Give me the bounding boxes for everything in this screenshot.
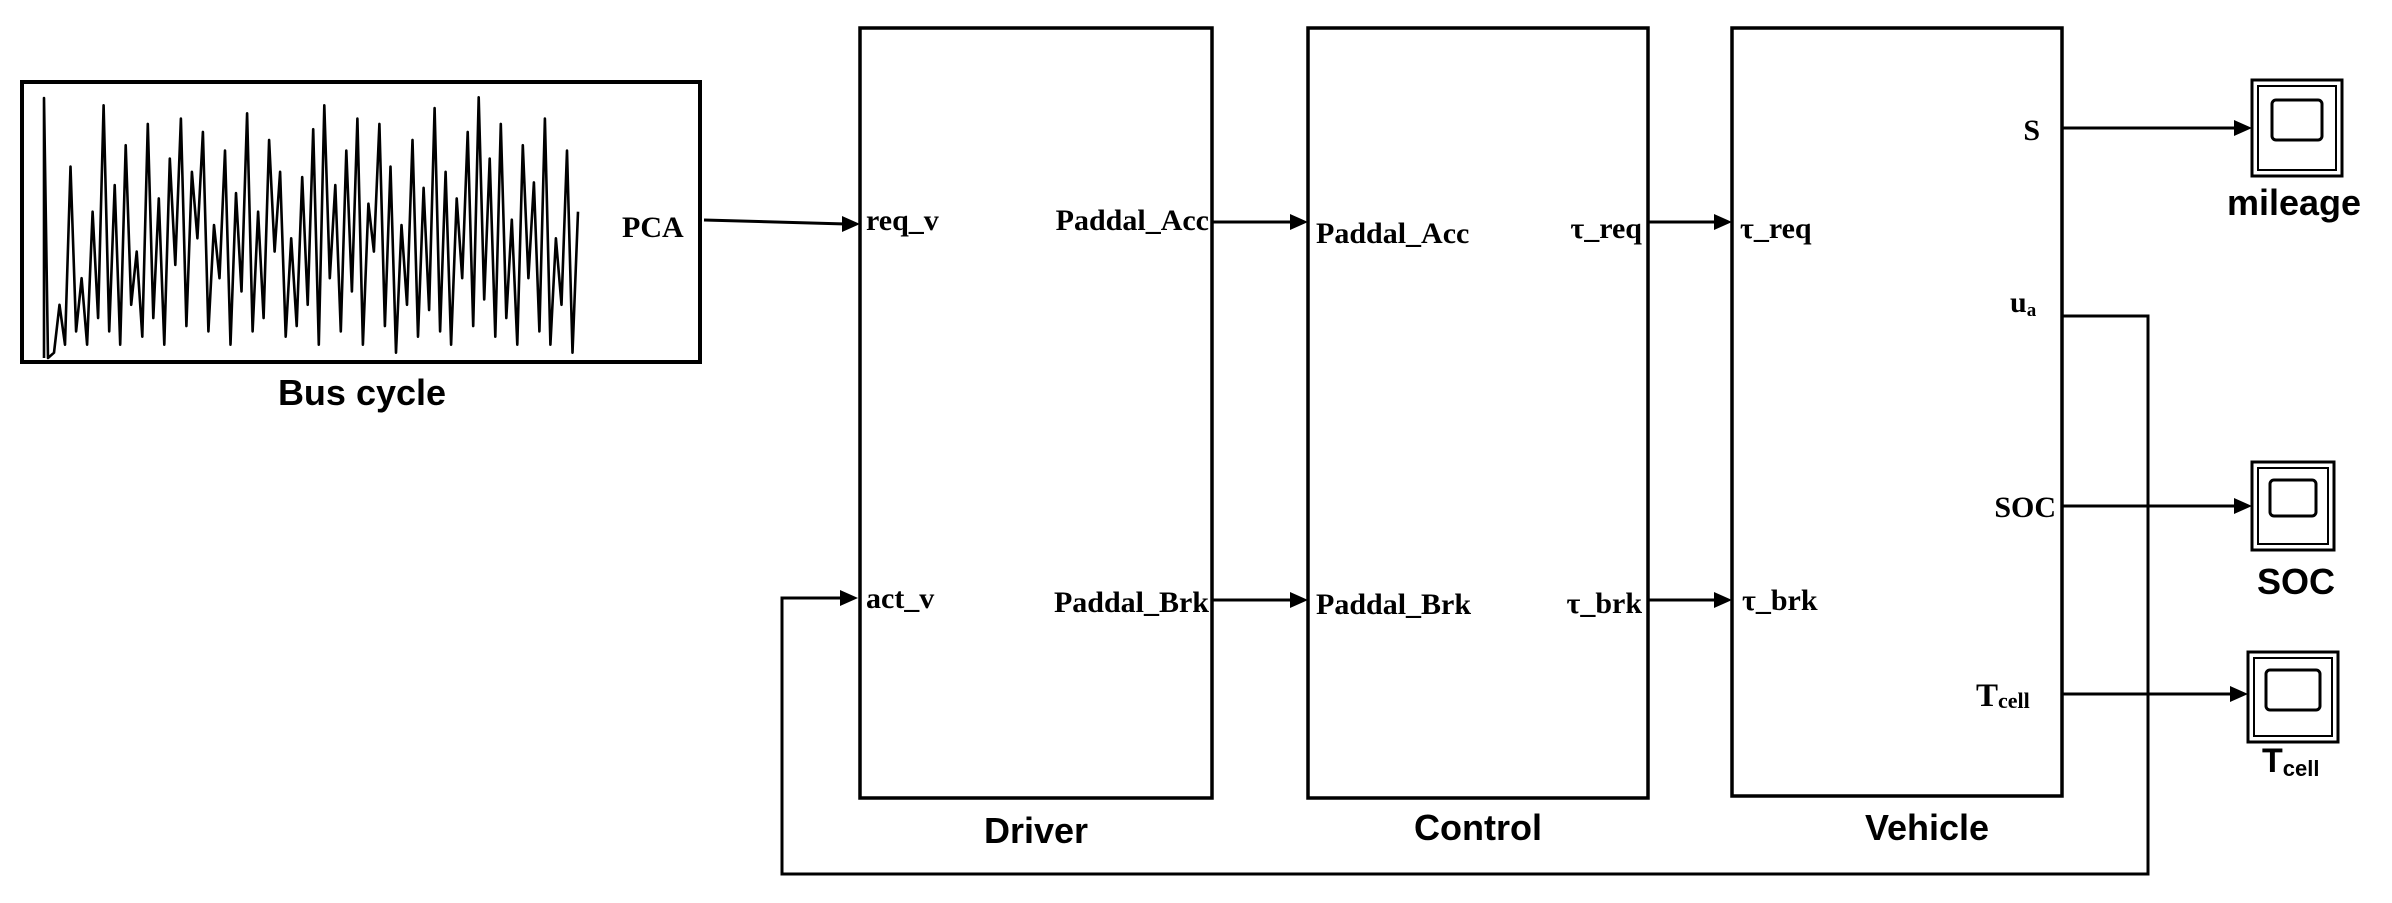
vehicle-out-port-tcell: Tcell xyxy=(1976,678,2030,714)
vehicle-out-port-ua-main: u xyxy=(2010,286,2027,319)
wire-pca-to-req-v[interactable] xyxy=(703,216,860,232)
scope-icon xyxy=(2246,650,2340,744)
tcell-scope-label-sub: cell xyxy=(2283,756,2320,781)
soc-scope[interactable] xyxy=(2250,460,2336,552)
wire-paddal-brk[interactable] xyxy=(1212,592,1308,608)
signal-waveform-icon xyxy=(42,96,580,360)
scope-icon xyxy=(2250,78,2344,178)
vehicle-out-port-s: S xyxy=(2023,114,2040,147)
control-title: Control xyxy=(1414,807,1542,848)
tcell-scope-label-main: T xyxy=(2262,742,2283,780)
vehicle-out-port-tcell-main: T xyxy=(1976,678,1998,714)
wire-tau-brk[interactable] xyxy=(1648,592,1732,608)
scope-icon xyxy=(2250,460,2336,552)
wire-soc-to-scope[interactable] xyxy=(2062,498,2252,514)
driver-block[interactable] xyxy=(858,26,1214,800)
vehicle-in-port-tau-req: τ_req xyxy=(1740,212,1812,245)
driver-title: Driver xyxy=(984,810,1088,851)
wire-s-to-mileage[interactable] xyxy=(2062,120,2252,136)
control-in-port-paddal-brk: Paddal_Brk xyxy=(1316,588,1471,621)
control-block[interactable] xyxy=(1306,26,1650,800)
vehicle-out-port-tcell-sub: cell xyxy=(1998,688,2030,713)
driver-in-port-req-v: req_v xyxy=(866,204,939,237)
vehicle-out-port-soc: SOC xyxy=(1994,491,2056,524)
control-out-port-tau-req: τ_req xyxy=(1570,212,1642,245)
vehicle-out-port-ua-sub: a xyxy=(2027,300,2037,321)
mileage-scope-label: mileage xyxy=(2227,182,2361,223)
driver-out-port-paddal-acc: Paddal_Acc xyxy=(1056,204,1209,237)
vehicle-title: Vehicle xyxy=(1865,807,1989,848)
driver-in-port-act-v: act_v xyxy=(866,582,934,615)
wire-tcell-to-scope[interactable] xyxy=(2062,686,2248,702)
mileage-scope[interactable] xyxy=(2250,78,2344,178)
tcell-scope-label: Tcell xyxy=(2262,742,2319,781)
vehicle-in-port-tau-brk: τ_brk xyxy=(1742,584,1818,617)
driver-out-port-paddal-brk: Paddal_Brk xyxy=(1054,586,1209,619)
soc-scope-label: SOC xyxy=(2257,561,2335,602)
control-out-port-tau-brk: τ_brk xyxy=(1566,587,1642,620)
wire-paddal-acc[interactable] xyxy=(1212,214,1308,230)
vehicle-block[interactable] xyxy=(1730,26,2064,798)
bus-cycle-output-port: PCA xyxy=(622,211,684,244)
vehicle-out-port-ua: ua xyxy=(2010,286,2037,321)
tcell-scope[interactable] xyxy=(2246,650,2340,744)
bus-cycle-block[interactable] xyxy=(20,80,702,364)
control-in-port-paddal-acc: Paddal_Acc xyxy=(1316,217,1469,250)
wire-ua-feedback-to-act-v[interactable] xyxy=(780,314,2150,876)
bus-cycle-title: Bus cycle xyxy=(278,372,446,413)
wire-tau-req[interactable] xyxy=(1648,214,1732,230)
